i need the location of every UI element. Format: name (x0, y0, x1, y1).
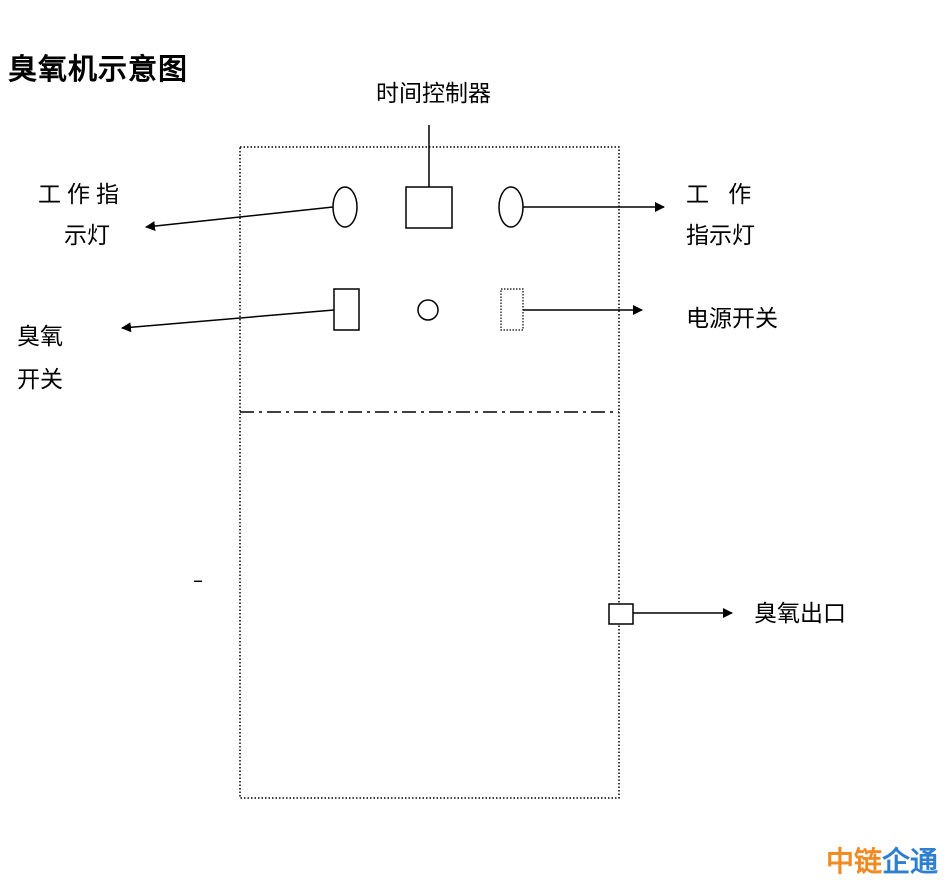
stray-mark: – (193, 568, 203, 592)
diagram-title: 臭氧机示意图 (8, 52, 189, 86)
timer-controller-box (405, 186, 453, 229)
ozone-switch-label-line1: 臭氧 (17, 324, 63, 350)
power-switch-label: 电源开关 (686, 306, 778, 332)
center-knob (417, 299, 439, 321)
timer-label: 时间控制器 (376, 81, 491, 107)
watermark-part-2: 企通 (882, 845, 939, 878)
watermark-logo: 中链企通 (826, 848, 938, 876)
ozone-outlet-label: 臭氧出口 (754, 601, 846, 627)
ozone-switch (333, 288, 360, 331)
arrow-ozone-switch (121, 309, 335, 333)
work-light-left-label-line2: 示灯 (64, 223, 110, 249)
ozone-switch-label-line2: 开关 (17, 367, 63, 393)
machine-housing (239, 146, 620, 799)
power-switch (500, 288, 524, 331)
work-light-right-label-line1: 工 作 (686, 182, 758, 208)
work-light-left-label-line1: 工作指 (38, 182, 125, 208)
work-indicator-light-right (498, 186, 524, 228)
work-indicator-light-left (332, 186, 358, 228)
work-light-right-label-line2: 指示灯 (686, 223, 755, 249)
arrow-work-light-left (145, 206, 334, 232)
ozone-outlet (608, 603, 634, 625)
watermark-part-1: 中链 (826, 845, 883, 878)
